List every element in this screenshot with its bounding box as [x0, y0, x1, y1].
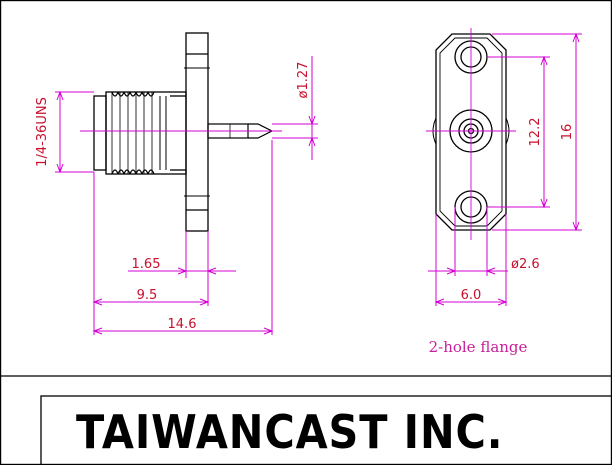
flange-plate: [184, 32, 210, 232]
hole-spacing-label: 12.2: [528, 118, 543, 147]
front-dimension-labels: 16 12.2 ø2.6 6.0: [461, 118, 575, 303]
hole-diameter-label: ø2.6: [511, 257, 540, 272]
flange-note: 2-hole flange: [429, 338, 528, 356]
front-dimensions: [428, 32, 582, 306]
company-name: TAIWANCAST INC.: [76, 406, 503, 460]
flange-width-label: 6.0: [461, 288, 482, 303]
flange-thickness-label: 1.65: [132, 257, 161, 272]
thread-pattern: [111, 91, 155, 175]
title-block: TAIWANCAST INC.: [0, 375, 612, 465]
side-view: [80, 32, 282, 232]
threaded-body: [93, 91, 187, 175]
side-dimensions: [55, 56, 318, 335]
side-dimension-labels: 1/4-36UNS ø1.27 1.65 9.5 14.6: [35, 62, 311, 332]
body-length-label: 9.5: [137, 288, 158, 303]
overall-length-label: 14.6: [168, 317, 197, 332]
thread-label: 1/4-36UNS: [35, 97, 50, 167]
pin-diameter-label: ø1.27: [296, 62, 311, 99]
flange-height-label: 16: [560, 124, 575, 141]
flange-outline: [435, 33, 507, 231]
front-center-lines: [426, 28, 516, 240]
